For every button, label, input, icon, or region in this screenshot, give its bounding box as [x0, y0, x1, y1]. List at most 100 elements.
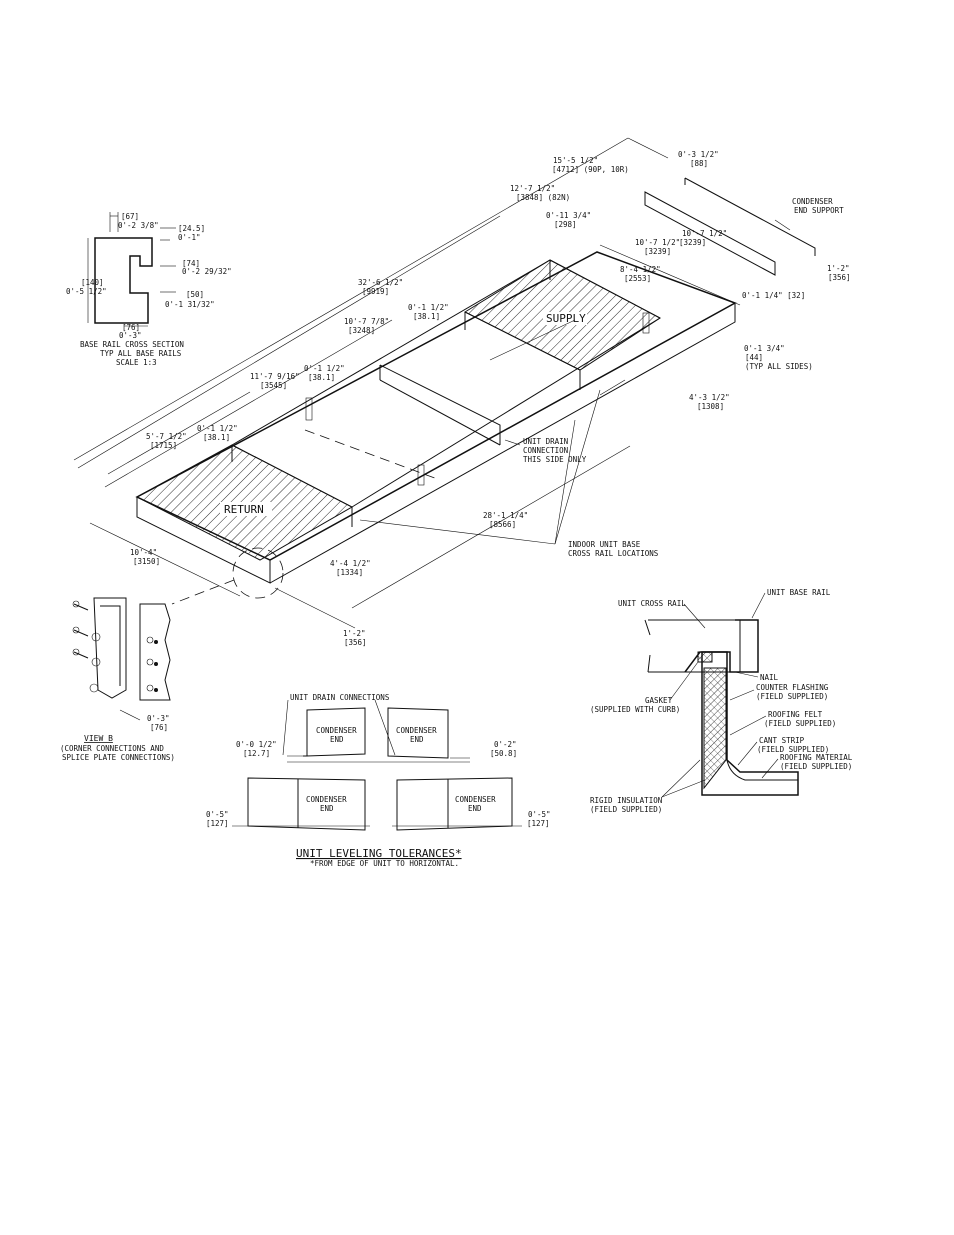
lev-dim-0-5b: 0'-5"	[528, 810, 551, 819]
leveling-tolerances: UNIT DRAIN CONNECTIONS CONDENSER END CON…	[206, 693, 551, 868]
cond-end-4b: END	[468, 804, 482, 813]
base-rail-cross-section: [67] 0'-2 3/8" [24.5] 0'-1" [74] 0'-2 29…	[66, 212, 232, 367]
view-b-dim-76: [76]	[150, 723, 168, 732]
curb-section-detail: UNIT CROSS RAIL UNIT BASE RAIL NAIL GASK…	[590, 588, 853, 814]
dim-15-5: 15'-5 1/2"	[553, 156, 598, 165]
lev-dim-0-5a: 0'-5"	[206, 810, 229, 819]
dim-9919: [9919]	[362, 287, 389, 296]
drain-connections-label: UNIT DRAIN CONNECTIONS	[290, 693, 390, 702]
view-b-sub-2: SPLICE PLATE CONNECTIONS)	[62, 753, 175, 762]
condenser-support-label-2: END SUPPORT	[794, 206, 844, 215]
dim-140: [140]	[81, 278, 104, 287]
dim-28-1: 28'-1 1/4"	[483, 511, 528, 520]
leveling-title: UNIT LEVELING TOLERANCES*	[296, 847, 462, 860]
base-rail-label: UNIT BASE RAIL	[767, 588, 831, 597]
drain-label-1: UNIT DRAIN	[523, 437, 568, 446]
dim-1334: [1334]	[336, 568, 363, 577]
dim-0-1-5a: 0'-1 1/2"	[408, 303, 449, 312]
dim-0-11: 0'-11 3/4"	[546, 211, 591, 220]
dim-0-1: 0'-1"	[178, 233, 201, 242]
dim-1-2a: 1'-2"	[827, 264, 850, 273]
dim-356a: [356]	[828, 273, 851, 282]
section-caption-2: TYP ALL BASE RAILS	[100, 349, 182, 358]
felt-label-2: (FIELD SUPPLIED)	[764, 719, 836, 728]
dim-32-6: 32'-6 1/2"	[358, 278, 403, 287]
lev-dim-50-8: [50.8]	[490, 749, 517, 758]
cross-rail-label-2: CROSS RAIL LOCATIONS	[568, 549, 659, 558]
dim-76: [76]	[122, 323, 140, 332]
dim-0-5-1-2: 0'-5 1/2"	[66, 287, 107, 296]
dim-1-2b: 1'-2"	[343, 629, 366, 638]
section-caption-1: BASE RAIL CROSS SECTION	[80, 340, 184, 349]
dim-38c: [38.1]	[203, 433, 230, 442]
dim-0-3: 0'-3"	[119, 331, 142, 340]
view-b-callout	[232, 547, 284, 599]
curb-isometric: RETURN SUPPLY 15'-5 1/2" [471	[73, 137, 851, 647]
dim-0-1-31-32: 0'-1 31/32"	[165, 300, 215, 309]
cond-end-1b: END	[330, 735, 344, 744]
dim-3150: [3150]	[133, 557, 160, 566]
curb-wall	[701, 651, 799, 796]
cond-end-1a: CONDENSER	[316, 726, 357, 735]
drain-label-2: CONNECTION	[523, 446, 568, 455]
dim-44: [44]	[745, 353, 763, 362]
insulation-label-2: (FIELD SUPPLIED)	[590, 805, 662, 814]
dim-74: [74]	[182, 259, 200, 268]
dim-3239b: [3239]	[644, 247, 671, 256]
typ-all-sides: (TYP ALL SIDES)	[745, 362, 813, 371]
dim-2553: [2553]	[624, 274, 651, 283]
dim-3545: [3545]	[260, 381, 287, 390]
lev-dim-127a: [127]	[206, 819, 229, 828]
dim-3848: [3848] (82N)	[516, 193, 570, 202]
dim-356b: [356]	[344, 638, 367, 647]
dim-10-7a: 10'-7 1/2"	[682, 229, 727, 238]
view-b-sub-1: (CORNER CONNECTIONS AND	[60, 744, 164, 753]
nail-label: NAIL	[760, 673, 779, 682]
cross-rail-label: UNIT CROSS RAIL	[618, 599, 686, 608]
leveling-note: *FROM EDGE OF UNIT TO HORIZONTAL.	[310, 859, 459, 868]
dim-0-3-5: 0'-3 1/2"	[678, 150, 719, 159]
dim-10-7b: 10'-7 1/2"	[635, 238, 680, 247]
dim-1715: [1715]	[150, 441, 177, 450]
dim-0-1-5c: 0'-1 1/2"	[197, 424, 238, 433]
dim-24-5: [24.5]	[178, 224, 205, 233]
gasket-label-2: (SUPPLIED WITH CURB)	[590, 705, 680, 714]
dim-8566: [8566]	[489, 520, 516, 529]
material-label-2: (FIELD SUPPLIED)	[780, 762, 852, 771]
dim-38b: [38.1]	[308, 373, 335, 382]
cond-end-3b: END	[320, 804, 334, 813]
dim-0-1-1-4: 0'-1 1/4" [32]	[742, 291, 805, 300]
insulation-label-1: RIGID INSULATION	[590, 796, 662, 805]
lev-dim-0-0-5: 0'-0 1/2"	[236, 740, 277, 749]
drain-label-3: THIS SIDE ONLY	[523, 455, 587, 464]
dim-38a: [38.1]	[413, 312, 440, 321]
gasket-label-1: GASKET	[645, 696, 673, 705]
view-b-dim-0-3: 0'-3"	[147, 714, 170, 723]
material-label-1: ROOFING MATERIAL	[780, 753, 853, 762]
lev-dim-127b: [127]	[527, 819, 550, 828]
dim-8-4: 8'-4 1/2"	[620, 265, 661, 274]
dim-10-7-7-8: 10'-7 7/8"	[344, 317, 389, 326]
cant-label-2: (FIELD SUPPLIED)	[757, 745, 829, 754]
dim-0-2-3-8: 0'-2 3/8"	[118, 221, 159, 230]
dim-4712: [4712] (90P, 10R)	[552, 165, 629, 174]
dim-4-3: 4'-3 1/2"	[689, 393, 730, 402]
dim-0-1-5b: 0'-1 1/2"	[304, 364, 345, 373]
dim-298: [298]	[554, 220, 577, 229]
dim-12-7: 12'-7 1/2"	[510, 184, 555, 193]
flashing-label-2: (FIELD SUPPLIED)	[756, 692, 828, 701]
condenser-end-support	[644, 191, 776, 276]
dim-50: [50]	[186, 290, 204, 299]
cond-end-2b: END	[410, 735, 424, 744]
felt-label-1: ROOFING FELT	[768, 710, 823, 719]
cond-end-3a: CONDENSER	[306, 795, 347, 804]
dim-11-7: 11'-7 9/16"	[250, 372, 300, 381]
flashing-label-1: COUNTER FLASHING	[756, 683, 829, 692]
return-label: RETURN	[224, 503, 264, 516]
dim-0-1-3-4: 0'-1 3/4"	[744, 344, 785, 353]
dim-67: [67]	[121, 212, 139, 221]
supply-label: SUPPLY	[546, 312, 586, 325]
rail-profile	[94, 237, 153, 324]
view-b-title: VIEW B	[84, 734, 113, 743]
